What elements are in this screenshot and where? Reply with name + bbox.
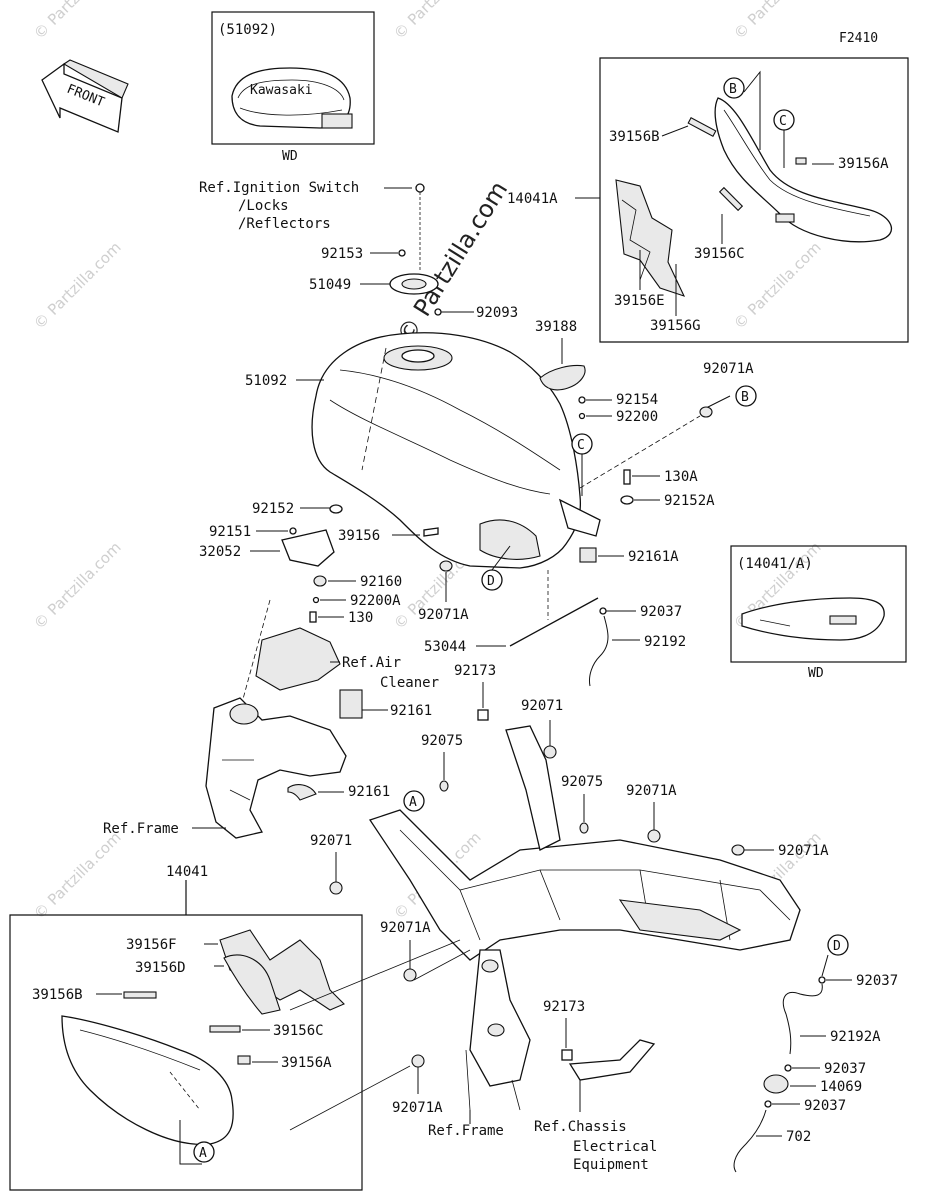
- label-92075-1: 92075: [421, 733, 463, 749]
- tank-logo: Kawasaki: [250, 83, 313, 98]
- label-39156E: 39156E: [614, 293, 665, 309]
- label-92071A-6: 92071A: [392, 1100, 443, 1116]
- label-92152A: 92152A: [664, 493, 715, 509]
- ref-locks: /Locks: [238, 198, 289, 214]
- callout-B-mid: B: [741, 390, 749, 405]
- label-92071A-2: 92071A: [418, 607, 469, 623]
- ref-equipment: Equipment: [573, 1157, 649, 1173]
- ref-air: Ref.Air: [342, 655, 401, 671]
- label-130: 130: [348, 610, 373, 626]
- watermark: © Partzilla.com: [30, 0, 125, 43]
- label-39156C-bottom: 39156C: [273, 1023, 324, 1039]
- label-92160: 92160: [360, 574, 402, 590]
- label-92200: 92200: [616, 409, 658, 425]
- ref-frame-1: Ref.Frame: [103, 821, 179, 837]
- label-92153: 92153: [321, 246, 363, 262]
- label-130A: 130A: [664, 469, 698, 485]
- label-92161-2: 92161: [348, 784, 390, 800]
- label-92071A-5: 92071A: [380, 920, 431, 936]
- ref-chassis: Ref.Chassis: [534, 1119, 627, 1135]
- label-39188: 39188: [535, 319, 577, 335]
- label-51092: 51092: [245, 373, 287, 389]
- label-39156A-top: 39156A: [838, 156, 889, 172]
- label-92037-2: 92037: [856, 973, 898, 989]
- inset-tank: (51092) Kawasaki WD: [211, 11, 375, 164]
- callout-C-mid: C: [577, 438, 585, 453]
- watermark: © Partzilla.com: [390, 0, 485, 43]
- inset-side-cover-14041: 14041 A 39156F 39156D 39156B 39156C 3915…: [9, 864, 363, 1191]
- label-32052: 32052: [199, 544, 241, 560]
- watermark: © Partzilla.com: [730, 0, 825, 43]
- label-92037-1: 92037: [640, 604, 682, 620]
- ref-cleaner: Cleaner: [380, 675, 439, 691]
- label-92071A-4: 92071A: [778, 843, 829, 859]
- label-702: 702: [786, 1129, 811, 1145]
- label-39156A-bottom: 39156A: [281, 1055, 332, 1071]
- callout-B-top: B: [729, 82, 737, 97]
- label-92192: 92192: [644, 634, 686, 650]
- callout-D-mid: D: [487, 574, 495, 589]
- callout-C-top: C: [779, 114, 787, 129]
- watermark: © Partzilla.com: [30, 538, 125, 633]
- label-14041A: 14041A: [507, 191, 558, 207]
- label-14041: 14041: [166, 864, 208, 880]
- label-39156B-top: 39156B: [609, 129, 660, 145]
- label-92173-2: 92173: [543, 999, 585, 1015]
- label-92192A: 92192A: [830, 1029, 881, 1045]
- label-92200A: 92200A: [350, 593, 401, 609]
- callout-A-mid: A: [409, 795, 417, 810]
- ref-reflectors: /Reflectors: [238, 216, 331, 232]
- label-92075-2: 92075: [561, 774, 603, 790]
- ref-electrical: Electrical: [573, 1139, 657, 1155]
- inset-side-cover-wd: (14041/A) WD: [730, 545, 907, 681]
- label-92071A-1: 92071A: [703, 361, 754, 377]
- drain-hose-assembly: D 92037 92192A 92037 14069 92037 702: [733, 934, 898, 1173]
- label-92071-1: 92071: [521, 698, 563, 714]
- label-92152: 92152: [252, 501, 294, 517]
- figure-code: F2410: [839, 31, 878, 46]
- label-92037-4: 92037: [804, 1098, 846, 1114]
- ref-frame-2: Ref.Frame: [428, 1123, 504, 1139]
- label-39156F: 39156F: [126, 937, 177, 953]
- label-51049: 51049: [309, 277, 351, 293]
- label-92161-1: 92161: [390, 703, 432, 719]
- inset-tank-note: WD: [282, 149, 298, 164]
- watermark: © Partzilla.com: [30, 828, 125, 923]
- fuel-tank: [296, 332, 582, 569]
- callout-A-bottom: A: [199, 1146, 207, 1161]
- watermark-large: © Partzilla.com: [391, 176, 513, 348]
- label-92151: 92151: [209, 524, 251, 540]
- label-92154: 92154: [616, 392, 658, 408]
- label-53044: 53044: [424, 639, 466, 655]
- inset-side-cover-a: 14041A B C 39156B 39156A 39156C 39156E 3…: [507, 57, 909, 343]
- inset-cover-note: WD: [808, 666, 824, 681]
- watermark: © Partzilla.com: [30, 238, 125, 333]
- label-92173-1: 92173: [454, 663, 496, 679]
- label-39156: 39156: [338, 528, 380, 544]
- label-92161A: 92161A: [628, 549, 679, 565]
- label-39156C-top: 39156C: [694, 246, 745, 262]
- label-92071A-3: 92071A: [626, 783, 677, 799]
- label-39156D: 39156D: [135, 960, 186, 976]
- front-frame: [205, 689, 363, 839]
- inset-tank-ref: (51092): [218, 22, 277, 38]
- label-39156G: 39156G: [650, 318, 701, 334]
- label-39156B-bottom: 39156B: [32, 987, 83, 1003]
- label-92037-3: 92037: [824, 1061, 866, 1077]
- ref-ignition-switch: Ref.Ignition Switch: [199, 180, 359, 196]
- label-92093: 92093: [476, 305, 518, 321]
- inset-cover-ref: (14041/A): [737, 556, 813, 572]
- front-arrow: FRONT: [41, 59, 129, 133]
- label-14069: 14069: [820, 1079, 862, 1095]
- callout-D-bottom: D: [833, 939, 841, 954]
- label-92071-2: 92071: [310, 833, 352, 849]
- rear-frame: [368, 725, 801, 1111]
